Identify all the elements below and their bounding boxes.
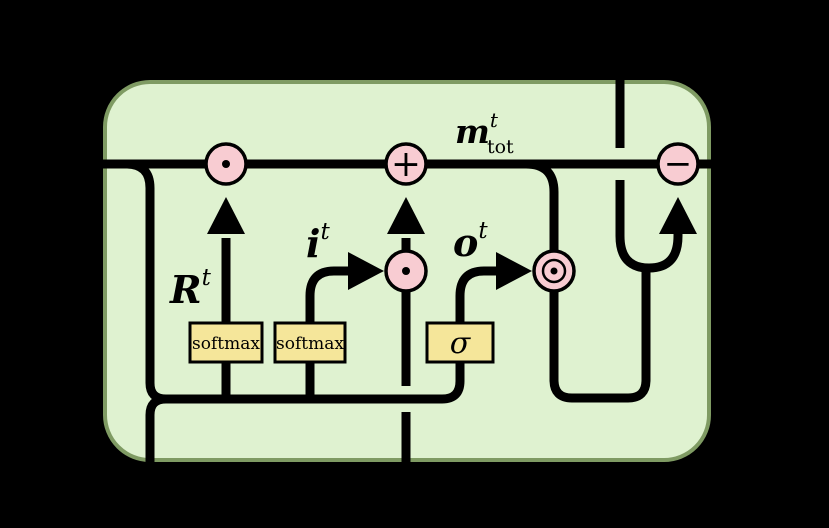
o-gate-label-sup: t: [478, 218, 488, 244]
input-wire-bottom: [145, 394, 167, 480]
o-gate-label-base: o: [453, 220, 478, 265]
product-node-left: [204, 142, 248, 186]
softmax-gate-left: softmax: [188, 321, 264, 364]
u-turn-wire: [615, 180, 683, 273]
i-gate-label-sup: t: [320, 219, 330, 245]
input-wire: [125, 159, 465, 404]
difference-node-circle: [656, 142, 700, 186]
i-arrowhead-icon: [348, 252, 384, 290]
memory-label-sub: tot: [487, 136, 514, 158]
r-gate-label-base: R: [169, 267, 202, 312]
r-arrowhead-icon: [207, 197, 245, 234]
dot-icon: [222, 160, 230, 168]
hadamard-node: [532, 249, 576, 293]
dot-icon: [550, 267, 558, 275]
softmax-gate-left-label: softmax: [192, 334, 260, 354]
memory-label-base: m: [455, 112, 490, 151]
difference-node: −: [656, 142, 700, 186]
memory-label: mt tot: [455, 108, 514, 158]
softmax-gate-right-label: softmax: [276, 334, 344, 354]
r-gate-label: Rt: [169, 265, 212, 312]
odot-branch-wire: [525, 159, 559, 262]
o-wire: [455, 266, 500, 340]
sum-arrowhead-icon: [387, 197, 425, 234]
r-gate-label-sup: t: [202, 265, 212, 291]
sigma-gate: σ: [425, 321, 495, 364]
dot-icon: [402, 267, 410, 275]
operator-nodes: + −: [204, 142, 700, 293]
difference-arrowhead-icon: [659, 197, 697, 234]
i-gate-label-base: i: [306, 221, 320, 266]
arrowheads: [207, 197, 697, 290]
sigma-gate-label: σ: [450, 326, 472, 361]
odot-return-wire: [549, 264, 651, 403]
hadamard-inner-ring-icon: [541, 258, 567, 284]
softmax-gate-right-box: [273, 321, 347, 364]
i-wire: [305, 266, 352, 399]
softmax-gate-left-box: [188, 321, 264, 364]
sum-node: +: [384, 142, 428, 186]
softmax-gate-right: softmax: [273, 321, 347, 364]
sum-node-circle: [384, 142, 428, 186]
gates: softmax softmax σ: [188, 321, 495, 364]
sigma-gate-box: [425, 321, 495, 364]
product-node-middle: [384, 249, 428, 293]
memory-label-sup: t: [490, 108, 499, 132]
plus-icon: +: [391, 144, 421, 185]
o-arrowhead-icon: [496, 252, 532, 290]
minus-icon: −: [664, 144, 693, 184]
i-gate-label: it: [306, 219, 330, 266]
o-gate-label: ot: [453, 218, 488, 265]
